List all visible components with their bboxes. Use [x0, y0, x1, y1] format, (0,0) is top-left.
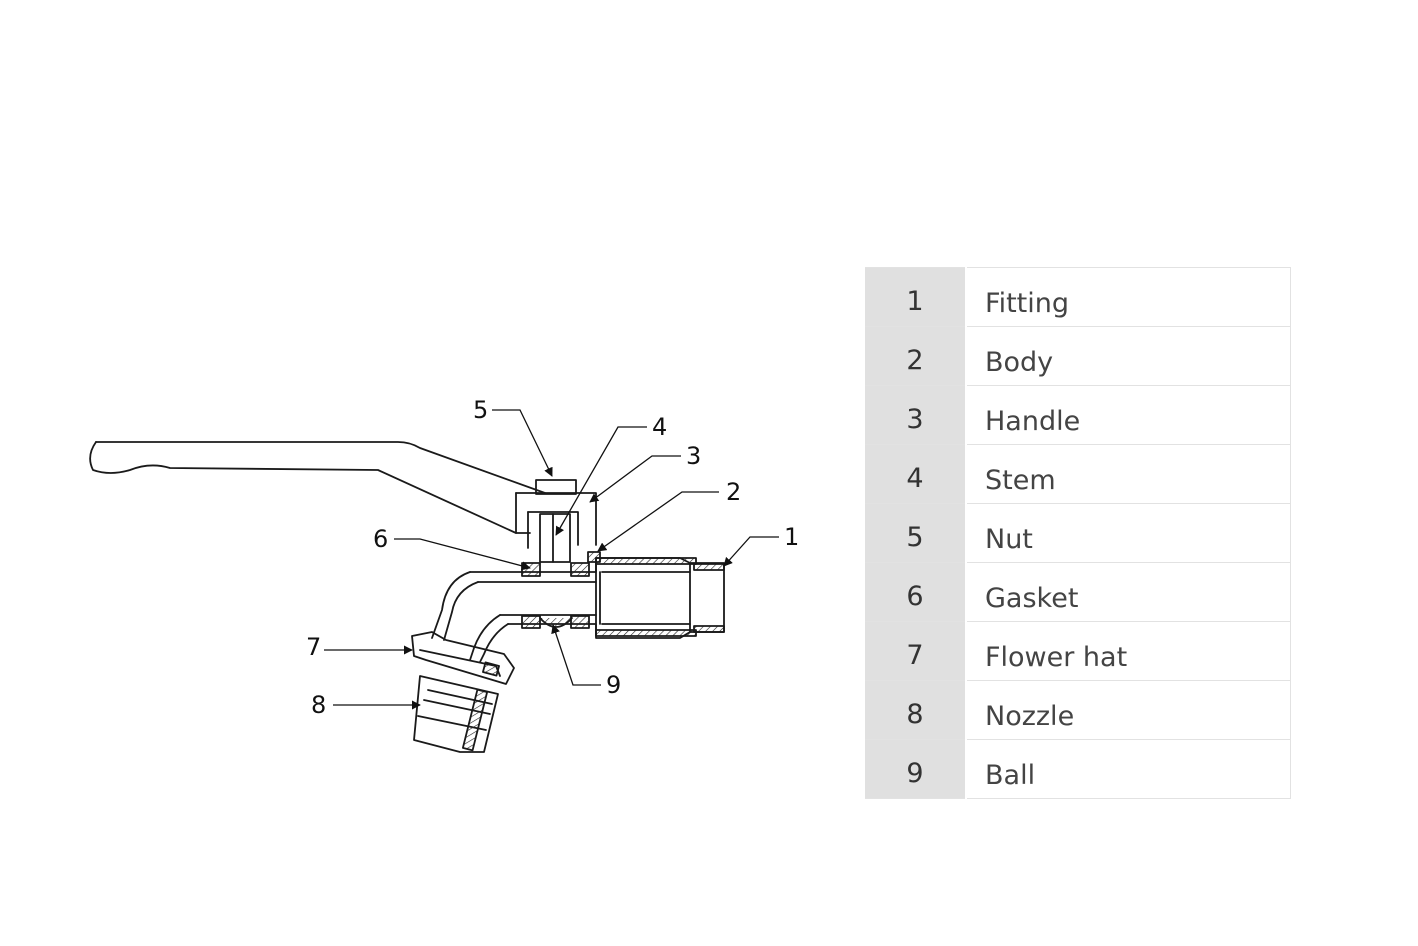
callout-7: 7: [306, 633, 321, 661]
callout-5: 5: [473, 396, 488, 424]
part-number: 5: [865, 503, 967, 563]
part-name: Stem: [966, 444, 1291, 504]
part-name: Flower hat: [966, 621, 1291, 681]
callout-4: 4: [652, 413, 667, 441]
part-name: Handle: [966, 385, 1291, 445]
part-number: 9: [865, 739, 967, 799]
table-row: 1 Fitting: [865, 267, 1291, 327]
parts-legend-table: 1 Fitting 2 Body 3 Handle 4 Stem 5 Nut 6…: [865, 267, 1291, 799]
callout-1: 1: [784, 523, 799, 551]
part-name: Fitting: [966, 267, 1291, 327]
table-row: 4 Stem: [865, 444, 1291, 504]
part-number: 8: [865, 680, 967, 740]
table-row: 8 Nozzle: [865, 680, 1291, 740]
callout-6: 6: [373, 525, 388, 553]
nut: [535, 479, 577, 495]
valve-body: [469, 551, 601, 637]
nozzle: [413, 675, 499, 753]
part-number: 4: [865, 444, 967, 504]
flower-hat: [411, 631, 515, 685]
callout-3: 3: [686, 442, 701, 470]
ball: [539, 617, 573, 628]
part-name: Nut: [966, 503, 1291, 563]
fitting: [595, 557, 725, 639]
part-number: 3: [865, 385, 967, 445]
part-number: 7: [865, 621, 967, 681]
table-row: 2 Body: [865, 326, 1291, 386]
table-row: 6 Gasket: [865, 562, 1291, 622]
part-number: 2: [865, 326, 967, 386]
table-row: 9 Ball: [865, 739, 1291, 799]
callout-8: 8: [311, 691, 326, 719]
stem: [527, 511, 579, 563]
valve-cross-section-diagram: 1 2 3 4 5 6 7 8 9: [89, 396, 799, 753]
table-row: 3 Handle: [865, 385, 1291, 445]
handle-lever: [89, 441, 597, 546]
callout-9: 9: [606, 671, 621, 699]
part-name: Ball: [966, 739, 1291, 799]
part-number: 6: [865, 562, 967, 622]
part-name: Gasket: [966, 562, 1291, 622]
part-name: Nozzle: [966, 680, 1291, 740]
part-name: Body: [966, 326, 1291, 386]
part-number: 1: [865, 267, 967, 327]
callout-2: 2: [726, 478, 741, 506]
table-row: 5 Nut: [865, 503, 1291, 563]
table-row: 7 Flower hat: [865, 621, 1291, 681]
spout: [431, 571, 509, 663]
